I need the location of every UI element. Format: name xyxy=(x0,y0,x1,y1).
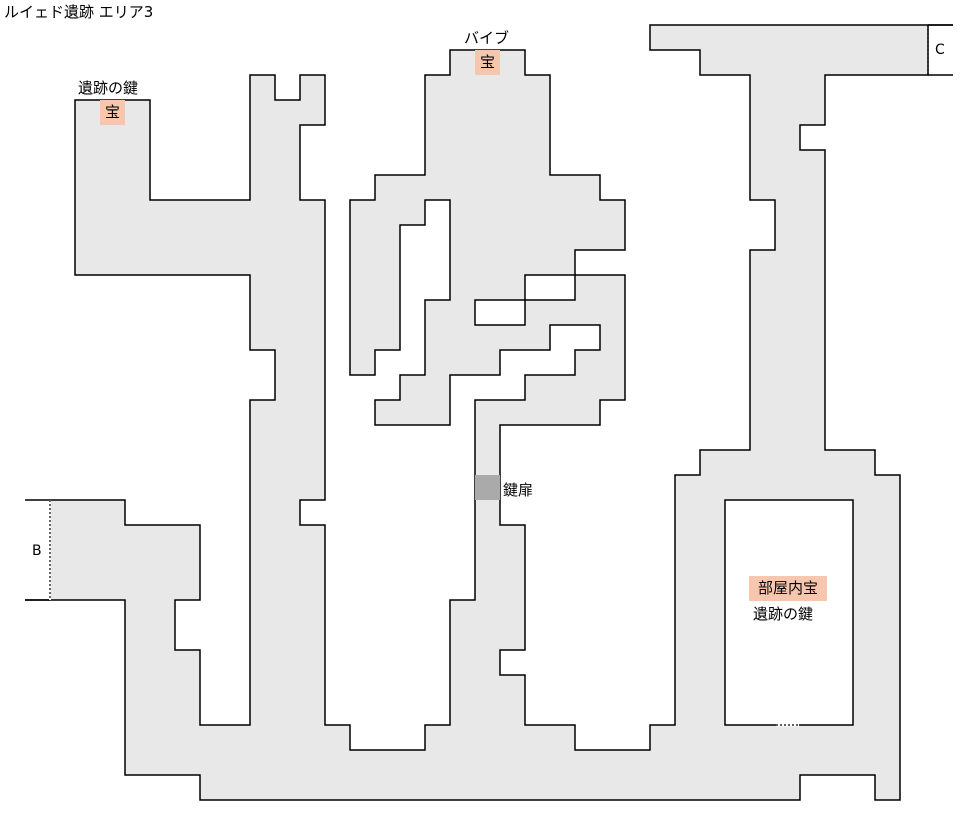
exit-b-label: B xyxy=(32,543,42,559)
key-door[interactable] xyxy=(475,475,500,500)
room-treasure-marker[interactable]: 部屋内宝 xyxy=(749,576,827,601)
wall-hole xyxy=(474,299,526,326)
exit-c-label: C xyxy=(935,42,945,58)
key-door-label: 鍵扉 xyxy=(503,481,534,499)
wall-hole xyxy=(524,274,576,301)
treasure-item-label: 遺跡の鍵 xyxy=(78,79,139,97)
inner-room xyxy=(724,499,854,726)
treasure-item-label: バイブ xyxy=(464,29,510,47)
map-title: ルイェド遺跡 エリア3 xyxy=(4,3,154,21)
treasure-marker[interactable]: 宝 xyxy=(475,50,500,75)
treasure-item-label: 遺跡の鍵 xyxy=(753,605,814,623)
treasure-marker[interactable]: 宝 xyxy=(100,100,125,125)
